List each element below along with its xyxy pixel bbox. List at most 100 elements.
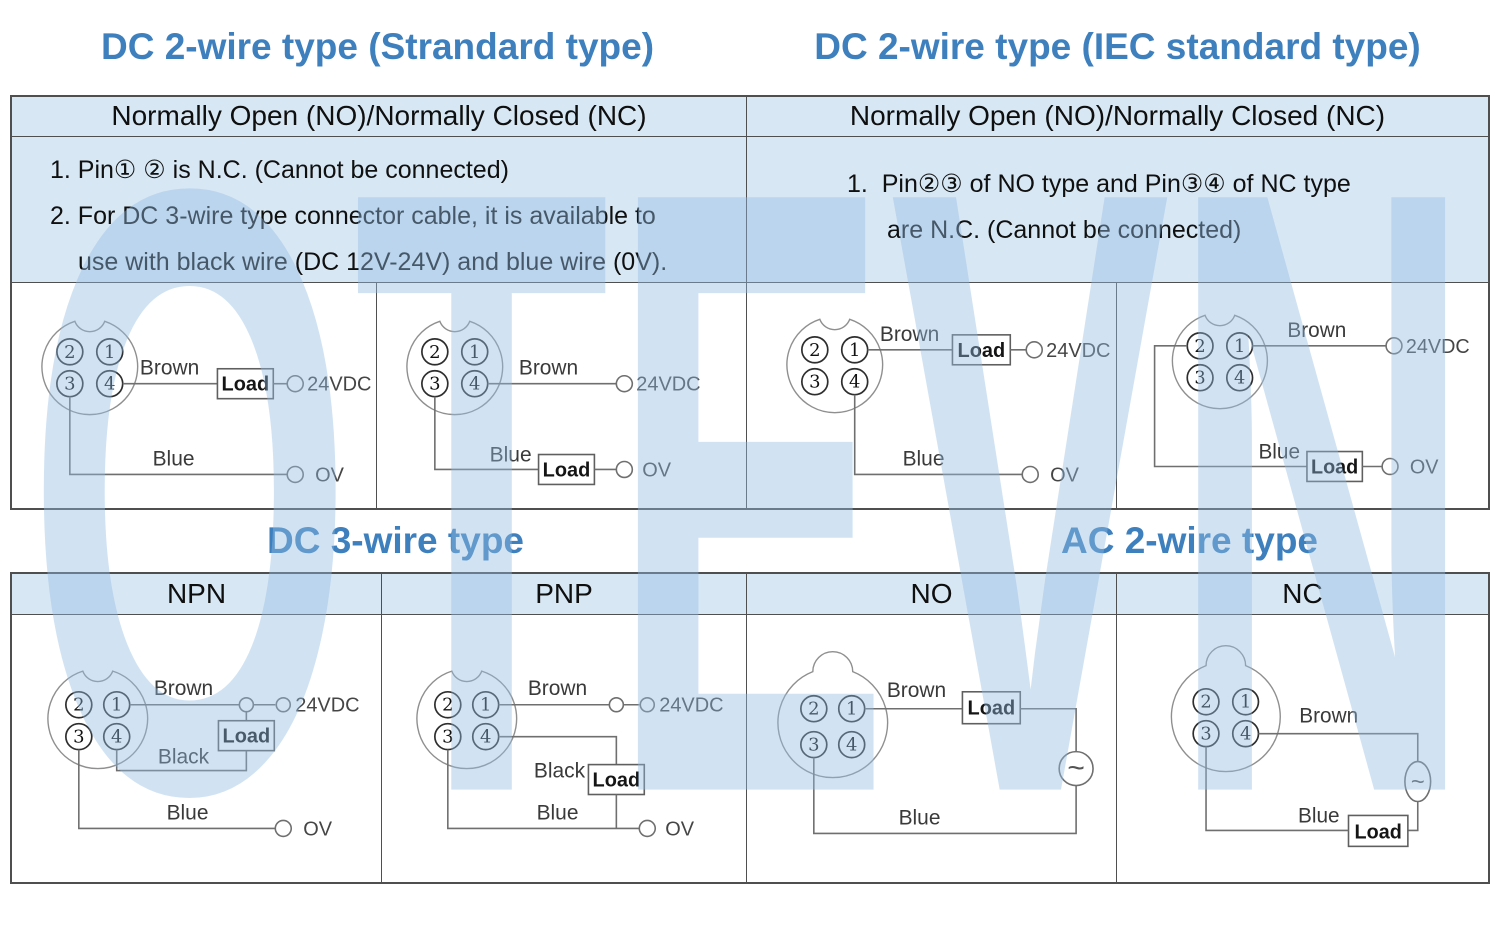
terminal-ov-label: OV — [1050, 464, 1080, 486]
terminal-24vdc-label: 24VDC — [636, 373, 700, 395]
title-ac2: AC 2-wire type — [1060, 520, 1318, 561]
terminal-24vdc — [615, 374, 634, 393]
diagram-npn: 2 1 3 4 Brown 24VDC Load Black — [12, 614, 381, 882]
brown-wire-label: Brown — [887, 679, 946, 702]
connector: 2 1 3 4 — [777, 650, 889, 779]
brown-wire-label: Brown — [519, 356, 578, 379]
pin-1: 1 — [480, 694, 491, 715]
pin-2: 2 — [809, 339, 820, 360]
pin-3: 3 — [1200, 723, 1211, 744]
title-dc2-standard: DC 2-wire type (Strandard type) — [100, 26, 655, 67]
pin-1: 1 — [1240, 691, 1251, 712]
terminal-24vdc-label: 24VDC — [295, 694, 359, 716]
connector: 2 1 3 4 — [406, 320, 504, 415]
pin-3: 3 — [429, 373, 440, 394]
blue-wire — [1205, 746, 1349, 831]
black-wire-label: Black — [158, 745, 210, 768]
header-npn: NPN — [166, 577, 227, 609]
load-label: Load — [968, 697, 1016, 719]
connector: 2 1 3 4 — [1171, 314, 1269, 409]
pin-1: 1 — [111, 694, 122, 715]
blue-wire-label: Blue — [899, 806, 941, 829]
blue-wire-label: Blue — [1258, 440, 1300, 463]
header-dc2-iec: Normally Open (NO)/Normally Closed (NC) — [746, 97, 1488, 136]
blue-wire-label: Blue — [903, 447, 945, 470]
pin-2: 2 — [442, 694, 453, 715]
note-line: 1. Pin②③ of NO type and Pin③④ of NC type — [847, 169, 1351, 198]
terminal-24vdc — [1025, 340, 1043, 359]
load-label: Load — [1355, 821, 1402, 843]
note-line: are N.C. (Cannot be connected) — [887, 215, 1242, 244]
brown-wire-label: Brown — [1287, 318, 1346, 341]
notes-dc2-standard: 1. Pin① ② is N.C. (Cannot be connected) … — [12, 137, 746, 282]
brown-wire — [1258, 732, 1419, 762]
title-dc3: DC 3-wire type — [266, 520, 524, 561]
load-label: Load — [593, 769, 641, 791]
blue-wire-label: Blue — [1298, 804, 1340, 827]
ac-source-icon: ~ — [1067, 751, 1084, 784]
blue-wire — [1153, 344, 1307, 467]
pin-1: 1 — [846, 698, 857, 719]
pin-4: 4 — [846, 734, 857, 755]
pin-4: 4 — [111, 726, 122, 747]
pin-4: 4 — [1234, 367, 1245, 388]
diagram-pnp: 2 1 3 4 Brown 24VDC Black Load — [381, 614, 746, 882]
terminal-24vdc — [286, 374, 304, 393]
pin-4: 4 — [849, 371, 860, 392]
terminal-ov — [638, 819, 657, 837]
load-label: Load — [543, 459, 591, 481]
brown-wire-label: Brown — [154, 677, 213, 700]
pin-1: 1 — [849, 339, 860, 360]
diagram-dc2iec-b: 2 1 3 4 Brown 24VDC Blue Load OV — [1116, 282, 1488, 508]
notes-dc2-iec: 1. Pin②③ of NO type and Pin③④ of NC type… — [746, 136, 1488, 282]
diagram-dc2iec-a: 2 1 3 4 Brown Load 24VDC Blue OV — [746, 282, 1116, 508]
pin-2: 2 — [1194, 335, 1205, 356]
pin-3: 3 — [442, 726, 453, 747]
note-line: 1. Pin① ② is N.C. (Cannot be connected) — [50, 155, 509, 184]
header-no: NO — [746, 574, 1116, 614]
pin-2: 2 — [808, 698, 819, 719]
terminal-ov — [615, 460, 634, 478]
connector: 2 1 3 4 — [416, 670, 518, 769]
junction-node — [238, 696, 255, 713]
pin-4: 4 — [480, 726, 491, 747]
terminal-ov-label: OV — [665, 818, 695, 840]
black-wire-label: Black — [534, 759, 586, 782]
load-box — [961, 690, 1022, 725]
load-label: Load — [222, 373, 270, 395]
terminal-ov — [1021, 465, 1040, 483]
note-line: use with black wire (DC 12V-24V) and blu… — [78, 247, 668, 276]
terminal-24vdc-label: 24VDC — [659, 694, 723, 716]
terminal-ov-label: OV — [315, 464, 345, 486]
terminal-24vdc-label: 24VDC — [1046, 339, 1110, 361]
terminal-24vdc — [275, 696, 292, 713]
blue-wire — [447, 749, 640, 829]
terminal-ov-label: OV — [303, 818, 333, 840]
pin-3: 3 — [1194, 367, 1205, 388]
brown-wire-label: Brown — [528, 677, 587, 700]
blue-wire — [813, 757, 1077, 834]
load-label: Load — [958, 339, 1006, 361]
connector: 2 1 3 4 — [1170, 644, 1281, 773]
table-dc2-wire: Normally Open (NO)/Normally Closed (NC) … — [10, 95, 1490, 510]
pin-1: 1 — [469, 341, 480, 362]
header-dc2-standard: Normally Open (NO)/Normally Closed (NC) — [111, 100, 647, 132]
pin-1: 1 — [1234, 335, 1245, 356]
pin-1: 1 — [104, 341, 115, 362]
load-box — [217, 719, 276, 752]
diagram-ac-nc: 2 1 3 4 Brown ~ Load Blue — [1116, 614, 1488, 882]
blue-wire-label: Blue — [153, 447, 195, 470]
pin-4: 4 — [469, 373, 480, 394]
table-dc3-ac2: NPN PNP NO NC 2 1 3 4 Brown — [10, 572, 1490, 884]
pin-3: 3 — [64, 373, 75, 394]
load-box — [1347, 814, 1409, 847]
terminal-ov — [286, 465, 304, 483]
pin-3: 3 — [808, 734, 819, 755]
load-box — [1306, 450, 1364, 482]
connector: 2 1 3 4 — [41, 320, 139, 415]
pin-2: 2 — [73, 694, 84, 715]
load-box — [537, 453, 596, 485]
junction-node — [608, 696, 625, 713]
blue-wire — [853, 394, 1023, 475]
